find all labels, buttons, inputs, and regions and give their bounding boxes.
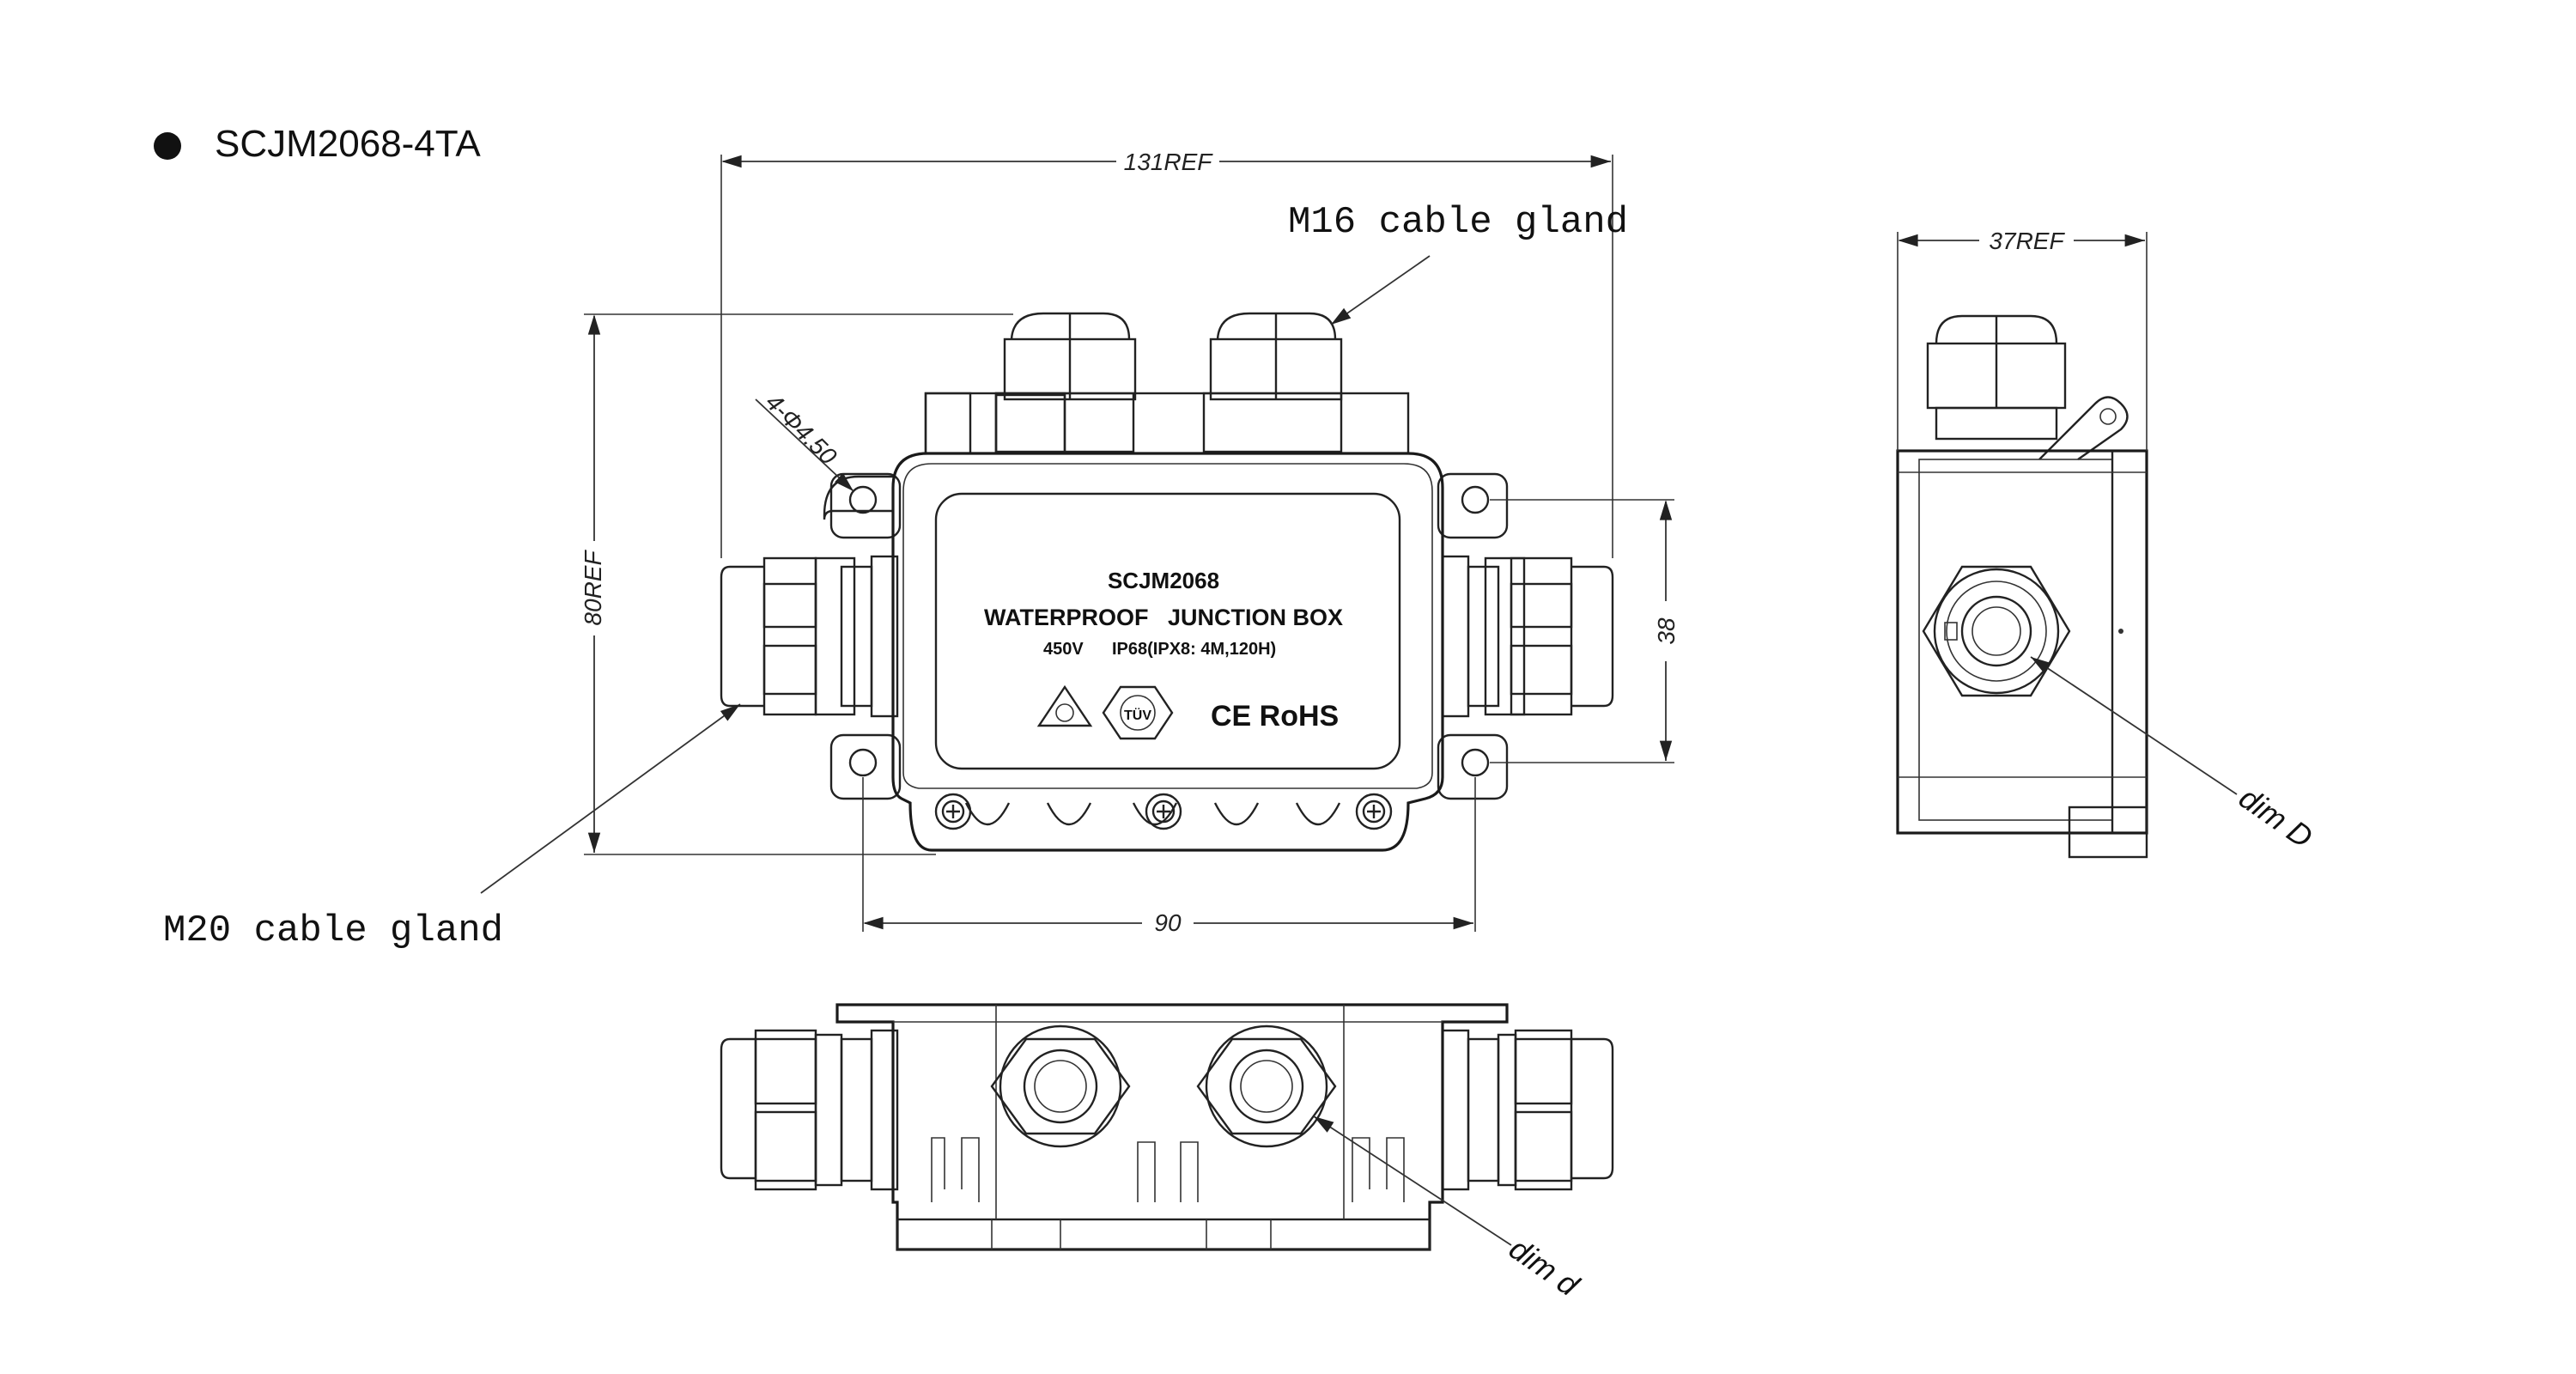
dim-80ref-label: 80REF (580, 550, 606, 626)
dim-d-label: dim d (1503, 1231, 1585, 1304)
junction-box-body (891, 452, 1444, 852)
top-view: dim d (720, 1003, 1614, 1304)
label-rating: IP68(IPX8: 4M,120H) (1112, 640, 1276, 659)
top-gland-left (924, 312, 1137, 455)
dim-37ref-label: 37REF (1989, 228, 2065, 254)
dim-131ref-label: 131REF (1124, 149, 1214, 175)
top-gland-right (1202, 312, 1343, 453)
callout-m20-label: M20 cable gland (163, 909, 503, 952)
dim-131ref: 131REF (720, 149, 1613, 558)
label-plate: SCJM2068 WATERPROOF JUNCTION BOX 450V IP… (934, 492, 1401, 770)
callout-m20: M20 cable gland (163, 703, 741, 952)
rcm-icon (1036, 684, 1093, 727)
callout-m16-label: M16 cable gland (1288, 201, 1628, 244)
dim-38: 38 (1490, 499, 1680, 763)
label-model: SCJM2068 (1108, 568, 1219, 593)
front-view: SCJM2068 WATERPROOF JUNCTION BOX 450V IP… (580, 149, 1680, 936)
dim-90-label: 90 (1154, 909, 1182, 936)
callout-m16: M16 cable gland (1288, 201, 1628, 325)
tuv-icon (1102, 685, 1174, 740)
left-gland (720, 555, 899, 718)
label-line1: WATERPROOF JUNCTION BOX (984, 605, 1343, 630)
label-tuv: TÜV (1124, 707, 1151, 723)
dim-80ref: 80REF (580, 313, 1013, 855)
title-bullet (154, 132, 181, 160)
dim-38-label: 38 (1653, 617, 1680, 645)
mounting-ears (823, 472, 1509, 800)
page-title: SCJM2068-4TA (215, 123, 481, 165)
dim-holes-label: 4-Φ4.50 (761, 388, 842, 470)
label-voltage: 450V (1043, 640, 1084, 659)
side-view: 37REF dim D (1896, 228, 2319, 859)
label-marks: CE RoHS (1211, 700, 1339, 733)
dim-D-label: dim D (2233, 780, 2319, 855)
dim-90: 90 (862, 777, 1476, 936)
right-gland (1441, 555, 1614, 718)
